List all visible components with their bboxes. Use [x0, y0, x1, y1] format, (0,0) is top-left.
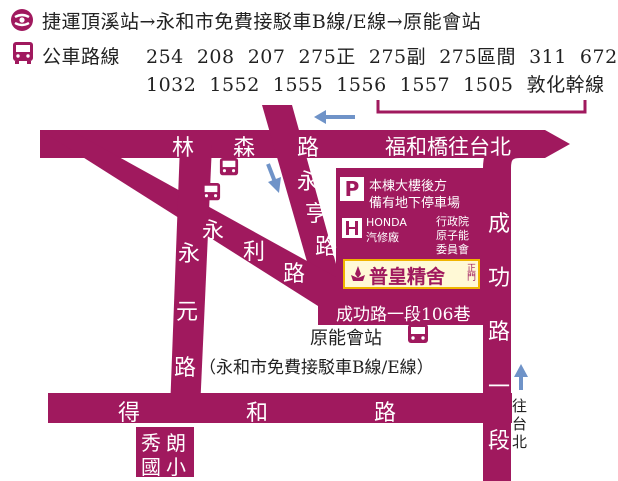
school-sign: 秀 朗 國 小: [136, 427, 194, 479]
road-label-linsen-2: 森: [233, 136, 256, 161]
mrt-logo-icon: [10, 8, 34, 32]
road-label-yongyuan-1: 永: [178, 242, 201, 267]
bus-stop-icon-2: [201, 182, 221, 204]
fuhe-bridge-label: 福和橋往台北: [385, 135, 511, 159]
road-label-yongheng-2: 亨: [305, 202, 328, 227]
road-label-chenggong-5: 段: [488, 429, 511, 454]
stop-note: （永和市免費接駁車B線/E線）: [199, 358, 434, 378]
road-label-chenggong-2: 功: [488, 266, 511, 291]
honda-logo-text: HONDA: [366, 216, 407, 229]
road-label-chenggong-3: 路: [488, 320, 511, 345]
road-label-yongli-1: 永: [202, 219, 225, 244]
bus-routes-row2: 1032 1552 1555 1556 1557 1505 敦化幹線: [146, 74, 605, 96]
school-char-2: 朗: [166, 431, 186, 455]
parking-note-2: 備有地下停車場: [369, 196, 461, 211]
school-char-3: 國: [141, 455, 161, 479]
road-label-yongheng-1: 永: [297, 170, 320, 195]
bus-stop-icon-1: [219, 157, 239, 179]
institute-line3: 委員會: [436, 243, 469, 256]
honda-sub: 汽修廠: [366, 231, 399, 244]
arrow-yongheng: [266, 163, 277, 183]
road-label-yongyuan-3: 路: [174, 356, 197, 381]
road-map: [40, 100, 587, 481]
road-label-dehe-2: 和: [246, 401, 269, 426]
bus-routes-label: 公車路線: [42, 46, 121, 68]
road-label-dehe-3: 路: [374, 401, 397, 426]
institute-line2: 原子能: [436, 229, 469, 242]
to-taipei-3: 北: [512, 433, 528, 451]
bus-routes-row1: 254 208 207 275正 275副 275區間 311 672: [146, 46, 618, 68]
bus-icon: [12, 41, 34, 65]
venue-name: 普皇精舍: [369, 266, 446, 288]
map-bracket-line: [376, 100, 587, 114]
bus-stop-icon-3: [407, 323, 429, 347]
road-label-yongyuan-2: 元: [176, 300, 199, 325]
venue-sign: 普皇精舍 正門: [343, 259, 480, 289]
road-lane106: [318, 295, 508, 325]
parking-note-1: 本棟大樓後方: [369, 179, 448, 194]
school-char-4: 小: [166, 455, 186, 479]
venue-lotus-icon: [351, 266, 365, 282]
institute-line1: 行政院: [436, 215, 469, 228]
road-yongheng: [262, 105, 346, 300]
header-line1: 捷運頂溪站→永和市免費接駁車B線/E線→原能會站: [42, 11, 482, 33]
school-char-1: 秀: [141, 431, 161, 455]
road-label-chenggong-4: 一: [488, 375, 511, 400]
road-label-dehe-1: 得: [118, 401, 141, 426]
lane-label: 成功路一段106巷: [336, 305, 471, 325]
road-yongyuan: [170, 145, 212, 410]
to-taipei-1: 往: [512, 397, 528, 415]
honda-logo-icon: [342, 218, 362, 238]
road-label-linsen-1: 林: [172, 136, 195, 161]
road-label-chenggong-1: 成: [488, 212, 511, 237]
fuhe-bridge-arrow: [545, 130, 570, 158]
road-chenggong: [483, 130, 545, 481]
to-taipei-2: 台: [512, 415, 528, 433]
road-label-yongheng-3: 路: [315, 235, 338, 260]
stop-name: 原能會站: [310, 328, 382, 349]
road-label-linsen-3: 路: [297, 136, 320, 161]
parking-icon: P: [340, 177, 364, 201]
road-label-yongli-3: 路: [283, 262, 306, 287]
road-dehe: [48, 393, 512, 423]
road-label-yongli-2: 利: [243, 240, 266, 265]
venue-tag: 正門: [465, 263, 475, 281]
